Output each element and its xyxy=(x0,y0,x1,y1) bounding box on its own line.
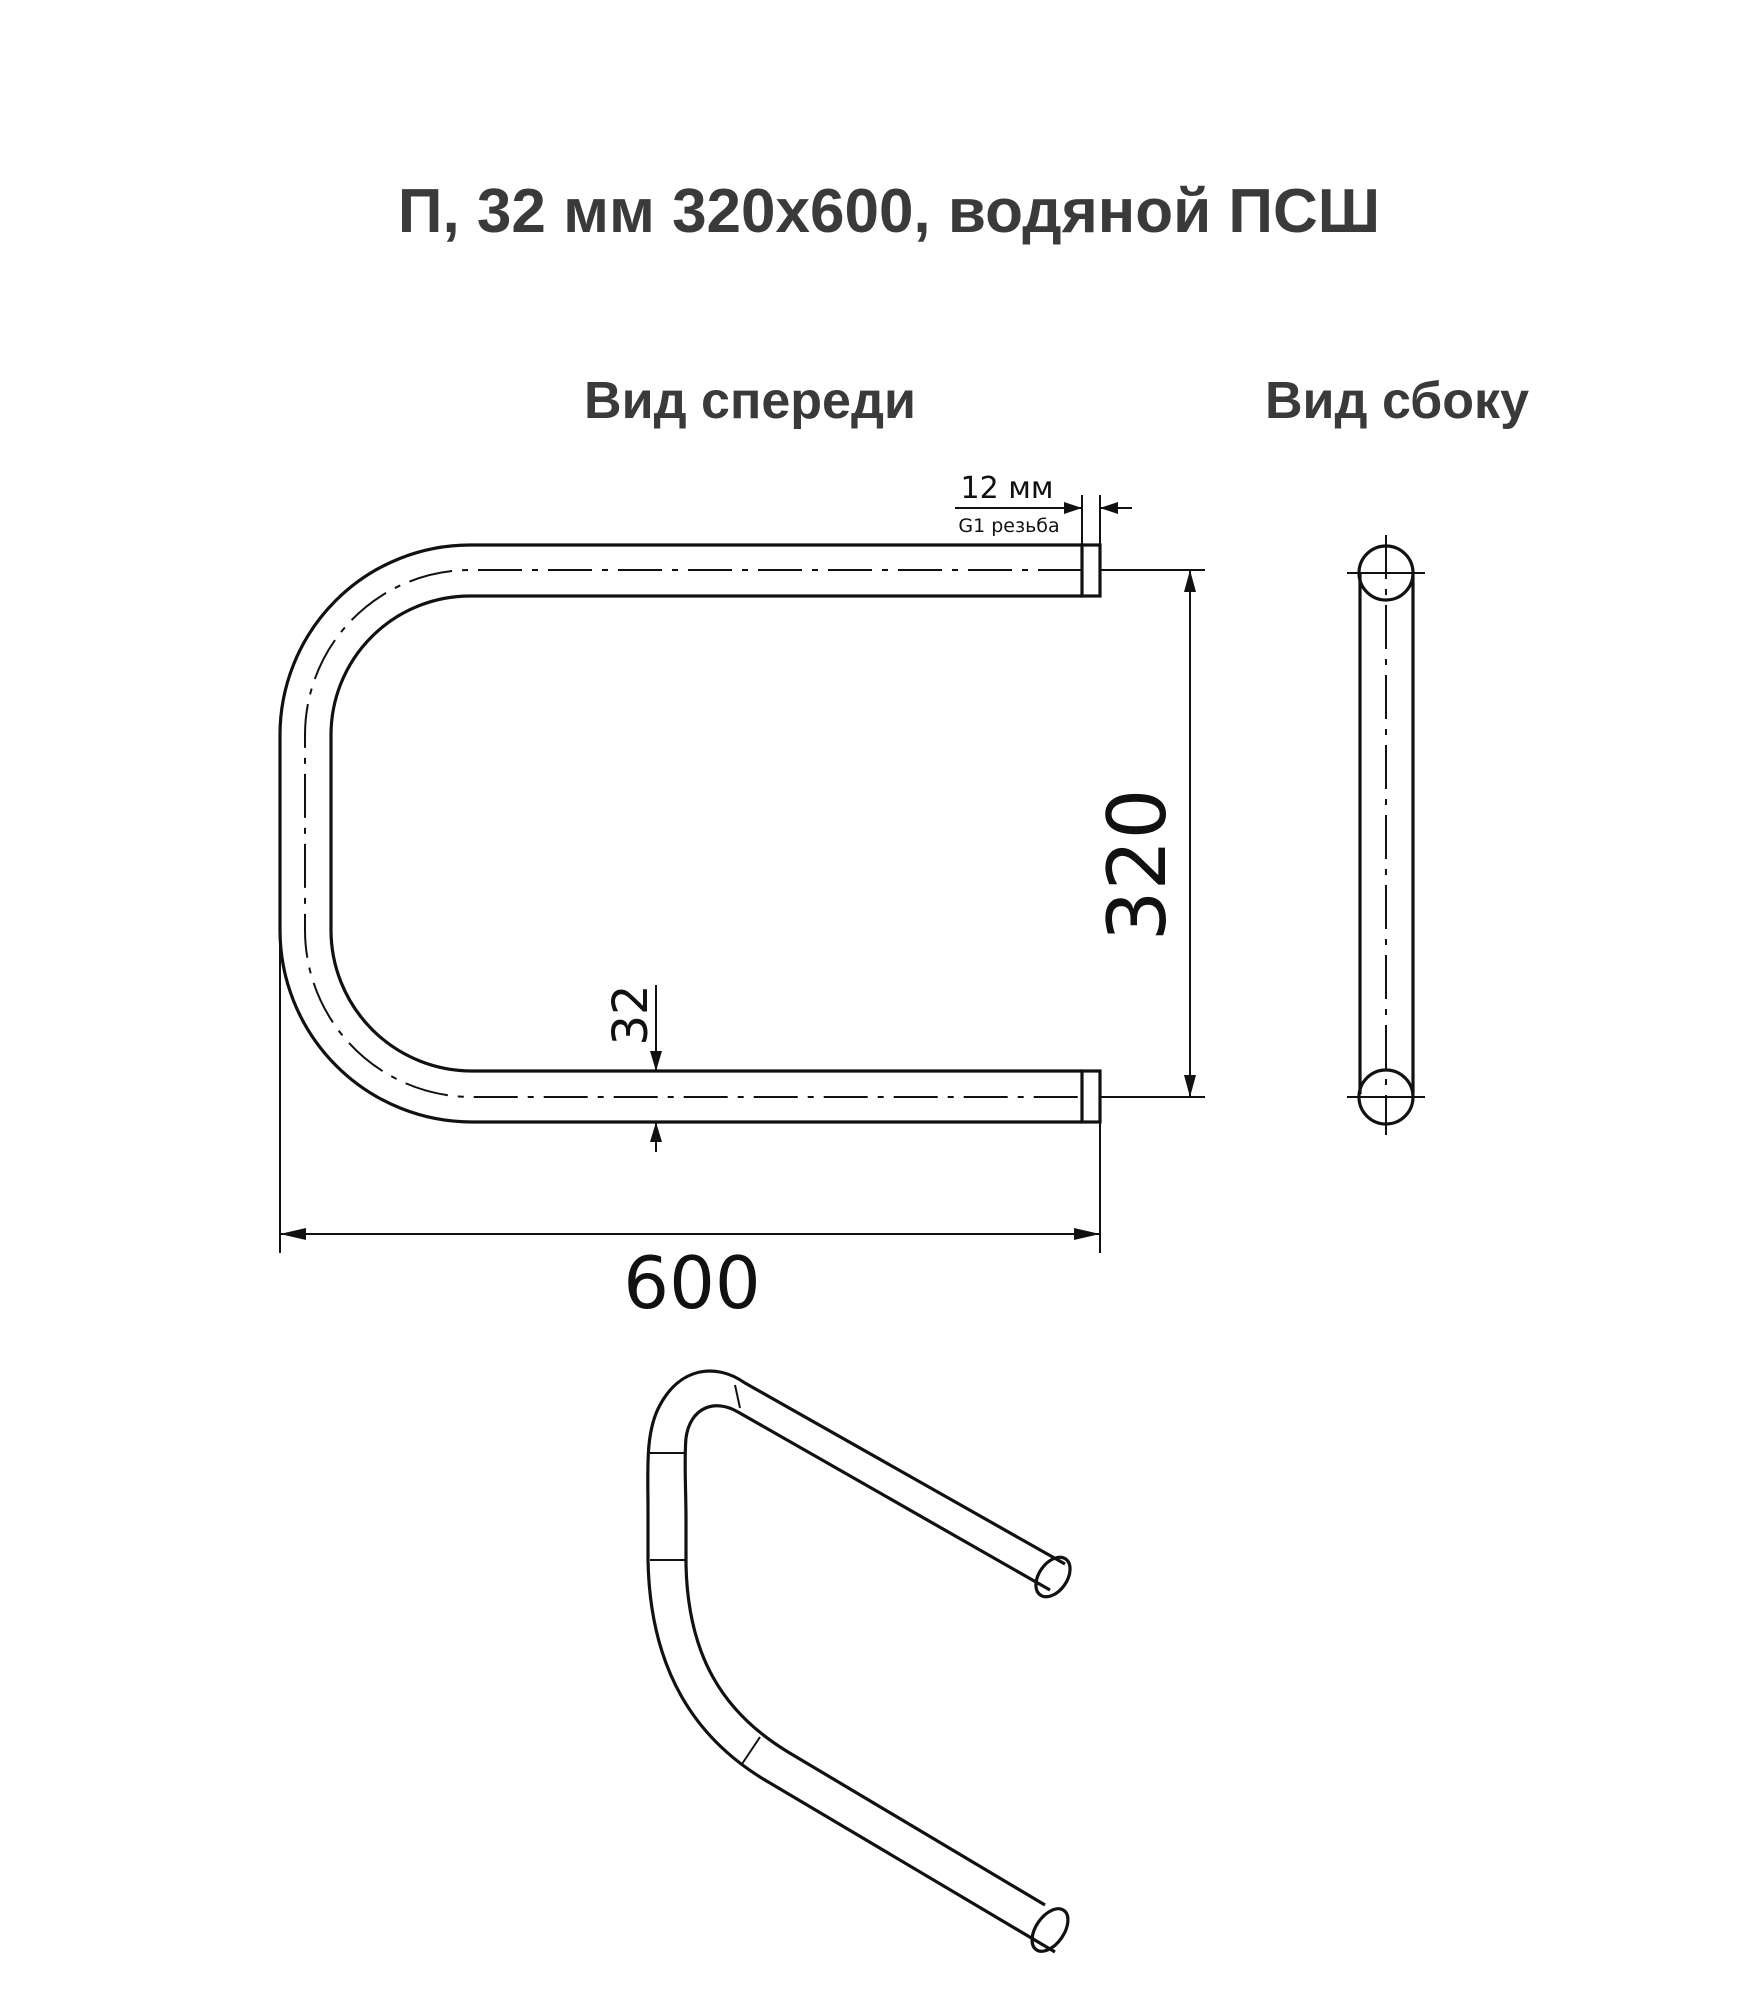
pipe-outer-contour xyxy=(278,543,1082,1124)
front-view: 12 мм G1 резьба 320 32 600 xyxy=(278,471,1205,1325)
front-view-label: Вид спереди xyxy=(584,372,916,430)
width-value: 600 xyxy=(623,1241,760,1325)
diameter-value: 32 xyxy=(603,984,659,1045)
height-value: 320 xyxy=(1091,789,1184,942)
drawing-title: П, 32 мм 320х600, водяной ПСШ xyxy=(398,177,1380,246)
iso-inner-contour xyxy=(683,1404,1051,1907)
isometric-view xyxy=(646,1369,1072,1954)
height-arrow-top xyxy=(1184,570,1196,592)
side-view xyxy=(1347,535,1425,1135)
height-arrow-bottom xyxy=(1184,1075,1196,1097)
side-view-label: Вид сбоку xyxy=(1265,372,1529,430)
iso-top-pipe-end xyxy=(1034,1555,1072,1599)
width-arrow-left xyxy=(280,1228,306,1240)
iso-outer-contour xyxy=(646,1369,1066,1954)
iso-seam-top-bend xyxy=(734,1384,741,1409)
iso-seam-bottom-bend xyxy=(741,1736,761,1765)
width-arrow-right xyxy=(1074,1228,1100,1240)
thread-length-label: 12 мм xyxy=(961,471,1054,506)
top-thread-end xyxy=(1080,543,1102,598)
thread-type-label: G1 резьба xyxy=(958,515,1059,537)
diameter-arrow-bottom xyxy=(650,1122,662,1142)
bottom-thread-end xyxy=(1080,1069,1102,1124)
thread-arrow-right xyxy=(1100,502,1118,514)
iso-bottom-pipe-end xyxy=(1030,1907,1070,1953)
pipe-center-axis xyxy=(304,569,1082,1098)
thread-arrow-left xyxy=(1064,502,1082,514)
pipe-inner-contour xyxy=(329,594,1082,1073)
diameter-arrow-top xyxy=(650,1051,662,1071)
